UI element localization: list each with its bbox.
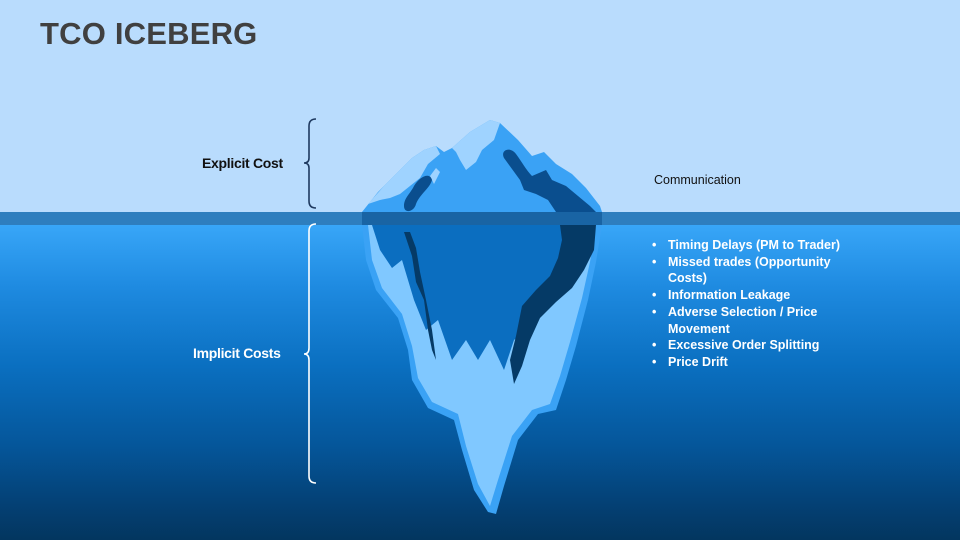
implicit-item: •Adverse Selection / Price Movement (652, 304, 818, 336)
slide-title: TCO ICEBERG (40, 16, 258, 51)
iceberg-submerged (362, 212, 602, 514)
explicit-cost-label: Explicit Cost (202, 155, 283, 171)
implicit-item: •Price Drift (652, 354, 728, 369)
bullet-icon: • (652, 354, 657, 369)
explicit-brace (303, 118, 317, 209)
bullet-icon: • (652, 338, 657, 353)
implicit-costs-label: Implicit Costs (193, 345, 281, 361)
iceberg-tip (362, 120, 602, 212)
implicit-brace (303, 223, 317, 484)
bullet-icon: • (652, 288, 657, 303)
implicit-item: •Information Leakage (652, 288, 791, 303)
implicit-costs-list: •Timing Delays (PM to Trader) •Missed tr… (652, 237, 852, 371)
implicit-item: •Missed trades (Opportunity Costs) (652, 254, 831, 286)
bullet-icon: • (652, 304, 657, 319)
implicit-item: •Timing Delays (PM to Trader) (652, 238, 841, 252)
explicit-item-communication: Communication (654, 173, 741, 187)
bullet-icon: • (652, 238, 657, 252)
implicit-item: •Excessive Order Splitting (652, 338, 820, 353)
bullet-icon: • (652, 254, 657, 269)
